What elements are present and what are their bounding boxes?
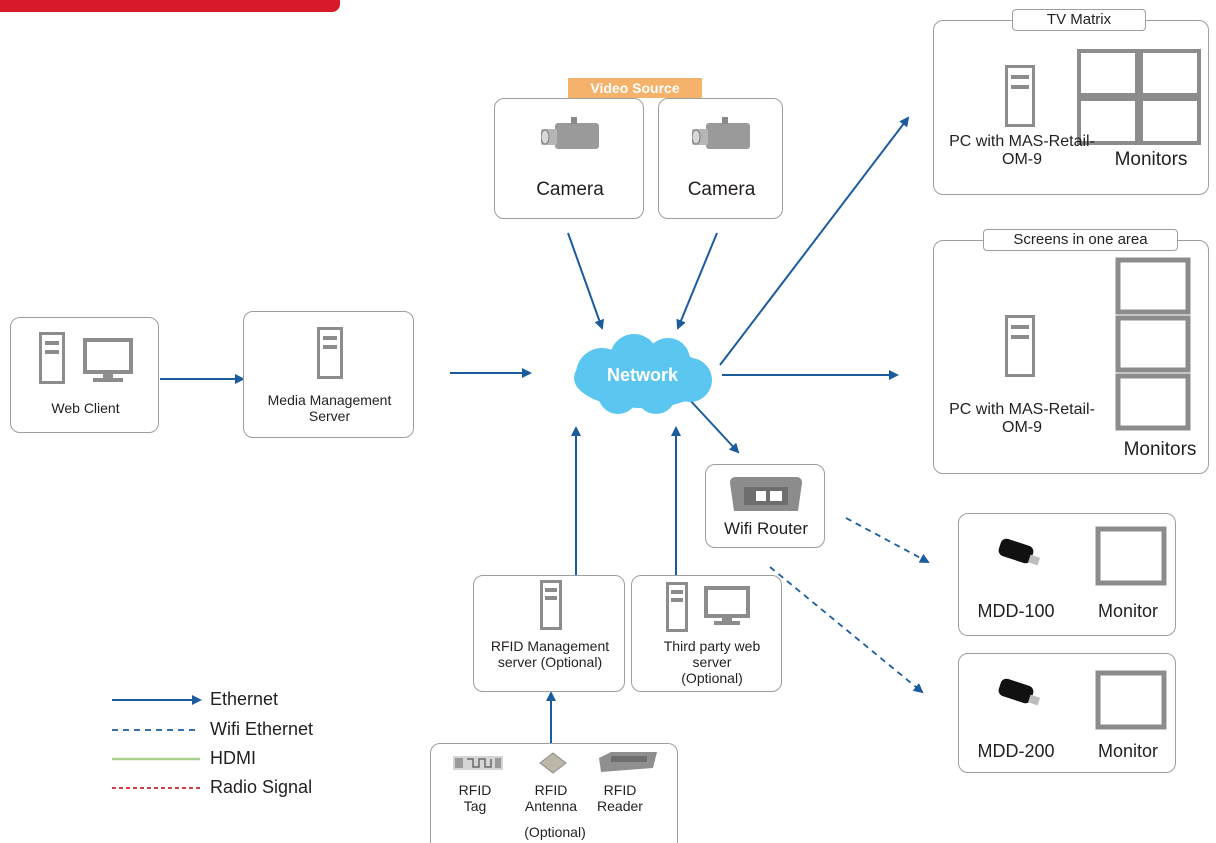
mdd100-monitor-label: Monitor: [1097, 601, 1159, 621]
server-tower-icon: [666, 582, 688, 632]
media-server-label: Media Management Server: [267, 392, 392, 425]
camera-icon: [541, 117, 599, 149]
camera-card-1[interactable]: Camera: [494, 98, 644, 219]
header-brand-bar: [0, 0, 340, 12]
hdmi-dongle-icon: [998, 678, 1041, 706]
web-client-label: Web Client: [51, 400, 120, 416]
monitor-icon: [704, 586, 750, 625]
third-party-label: Third party web server (Optional): [663, 638, 761, 687]
hdmi-dongle-icon: [998, 538, 1041, 566]
network-cloud-icon[interactable]: [560, 330, 725, 418]
server-tower-icon: [39, 332, 65, 384]
mdd100-device-label: MDD-100: [977, 601, 1055, 621]
monitor-icon: [83, 338, 133, 382]
wifi-router-label: Wifi Router: [723, 519, 809, 538]
rfid-reader-label: RFID Reader: [597, 782, 643, 815]
camera-label: Camera: [536, 179, 604, 200]
edge-camera2-network: [676, 232, 718, 330]
rfid-tag-label: RFID Tag: [458, 782, 492, 815]
rfid-antenna-label: RFID Antenna: [524, 782, 578, 815]
screens-area-panel[interactable]: PC with MAS-Retail-OM-9 Monitors: [933, 240, 1209, 474]
wifi-router-card[interactable]: Wifi Router: [705, 464, 825, 548]
edge-network-tvmatrix: [719, 116, 910, 366]
media-server-card[interactable]: Media Management Server: [243, 311, 414, 438]
legend-wifi-label: Wifi Ethernet: [210, 719, 314, 739]
monitor-wall-icon: [1077, 49, 1201, 145]
legend-radio-label: Radio Signal: [210, 777, 313, 797]
mdd200-monitor-label: Monitor: [1097, 741, 1159, 761]
web-client-card[interactable]: Web Client: [10, 317, 159, 433]
rfid-server-label: RFID Management server (Optional): [490, 638, 610, 671]
screens-pc-label: PC with MAS-Retail-OM-9: [949, 401, 1095, 437]
edge-wifi-mdd100: [845, 517, 930, 563]
rfid-group-card[interactable]: RFID Tag RFID Antenna RFID Reader (Optio…: [430, 743, 678, 843]
tv-matrix-pc-label: PC with MAS-Retail-OM-9: [949, 133, 1095, 169]
mdd100-card[interactable]: MDD-100 Monitor: [958, 513, 1176, 636]
server-tower-icon: [540, 580, 562, 630]
edge-camera1-network: [567, 232, 605, 330]
legend-ethernet-label: Ethernet: [210, 689, 279, 709]
monitor-icon: [1095, 526, 1167, 586]
server-tower-icon: [1005, 65, 1035, 127]
tv-matrix-tab: TV Matrix: [1012, 9, 1146, 31]
monitor-icon: [1095, 670, 1167, 730]
screens-area-tab: Screens in one area: [983, 229, 1178, 251]
camera-label: Camera: [687, 179, 756, 200]
legend-hdmi-label: HDMI: [210, 748, 256, 768]
rfid-server-card[interactable]: RFID Management server (Optional): [473, 575, 625, 692]
tv-matrix-monitors-label: Monitors: [1114, 149, 1188, 170]
rfid-antenna-icon: [539, 752, 567, 774]
legend-swatches: [112, 695, 202, 789]
server-tower-icon: [1005, 315, 1035, 377]
tv-matrix-panel[interactable]: PC with MAS-Retail-OM-9 Monitors: [933, 20, 1209, 195]
edge-network-wifi: [687, 397, 740, 454]
router-icon: [730, 477, 802, 511]
server-tower-icon: [317, 327, 343, 379]
screens-monitors-label: Monitors: [1123, 439, 1197, 460]
camera-icon: [692, 117, 750, 149]
mdd200-card[interactable]: MDD-200 Monitor: [958, 653, 1176, 773]
network-label: Network: [606, 365, 678, 385]
third-party-card[interactable]: Third party web server (Optional): [631, 575, 782, 692]
edge-wifi-mdd200: [769, 566, 924, 694]
rfid-tag-icon: [453, 756, 503, 770]
rfid-optional-label: (Optional): [524, 824, 586, 840]
video-source-tag: Video Source: [568, 78, 702, 98]
rfid-reader-icon: [599, 752, 657, 772]
camera-card-2[interactable]: Camera: [658, 98, 783, 219]
mdd200-device-label: MDD-200: [977, 741, 1055, 761]
monitor-column-icon: [1115, 257, 1191, 431]
